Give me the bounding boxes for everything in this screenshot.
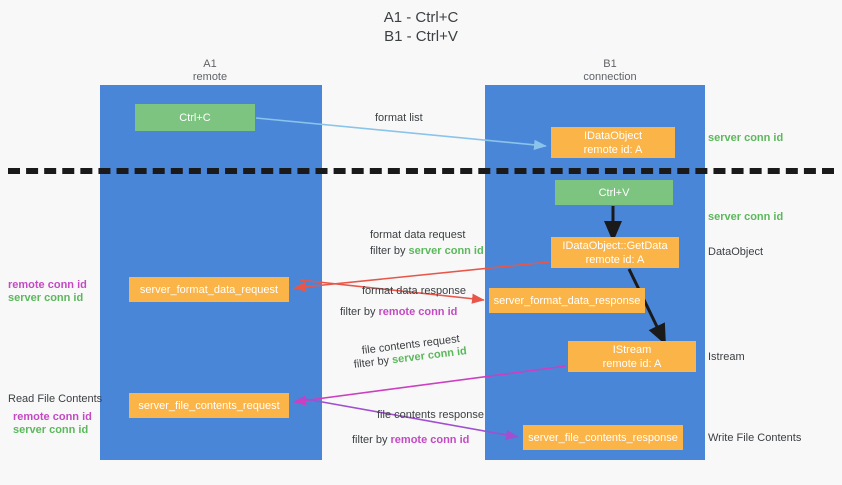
node-ctrl-c[interactable]: Ctrl+C [135,104,255,131]
node-idataobject-sub: remote id: A [583,143,643,156]
node-istream-sub: remote id: A [602,357,662,370]
node-server-format-data-request[interactable]: server_format_data_request [129,277,289,302]
node-server-format-data-request-label: server_format_data_request [139,283,279,296]
phase-divider [8,168,834,174]
annotation-dataobject: DataObject [708,246,764,258]
annotation-read-file-contents: Read File Contents [8,393,103,405]
filter-by-text: filter by [370,245,409,257]
node-getdata[interactable]: IDataObject::GetData remote id: A [551,237,679,268]
arrow-getdata-to-istream [627,268,666,346]
node-ctrl-v-label: Ctrl+V [598,186,630,199]
server-conn-id-text: server conn id [408,245,484,257]
edge-label-file-contents-response: file contents response [377,409,485,421]
remote-conn-id-text: remote conn id [390,434,470,446]
arrow-format-data-response [299,279,485,304]
arrow-file-contents-response [299,397,519,440]
remote-conn-id-text: remote conn id [378,306,458,318]
annotation-remote-conn-id-lower: remote conn id [13,411,92,423]
annotation-server-conn-id-mid: server conn id [708,211,784,223]
node-ctrl-c-label: Ctrl+C [179,111,211,124]
node-ctrl-v[interactable]: Ctrl+V [555,180,673,205]
node-getdata-title: IDataObject::GetData [562,239,668,252]
column-a1-name: A1 [203,58,217,70]
page-title: A1 - Ctrl+C B1 - Ctrl+V [0,8,842,46]
node-server-file-contents-response[interactable]: server_file_contents_response [523,425,683,450]
edge-label-file-contents-response-filter: filter by remote conn id [352,433,469,447]
node-idataobject[interactable]: IDataObject remote id: A [551,127,675,158]
annotation-write-file-contents: Write File Contents [708,432,802,444]
node-server-file-contents-request[interactable]: server_file_contents_request [129,393,289,418]
node-idataobject-title: IDataObject [583,129,643,142]
edge-label-format-list: format list [375,112,423,124]
node-server-file-contents-request-label: server_file_contents_request [138,399,280,412]
filter-by-text: filter by [340,306,379,318]
column-header-a1: A1 remote [120,58,300,84]
title-line-2: B1 - Ctrl+V [384,28,458,45]
node-server-format-data-response[interactable]: server_format_data_response [489,288,645,313]
node-istream[interactable]: IStream remote id: A [568,341,696,372]
node-getdata-sub: remote id: A [585,253,645,266]
annotation-server-conn-id-lower: server conn id [13,424,89,436]
column-b1-name: B1 [603,58,617,70]
filter-by-text: filter by [352,434,391,446]
annotation-remote-conn-id-upper: remote conn id [8,279,87,291]
annotation-server-conn-id-top: server conn id [708,132,784,144]
annotation-server-conn-id-upper: server conn id [8,292,84,304]
edge-label-format-data-response-filter: filter by remote conn id [340,305,457,319]
title-line-1: A1 - Ctrl+C [383,9,459,26]
node-server-file-contents-response-label: server_file_contents_response [528,431,678,444]
arrow-file-contents-request [293,365,567,406]
edge-label-format-data-request-filter: filter by server conn id [370,244,484,258]
column-b1-sub: connection [583,71,637,83]
column-header-b1: B1 connection [520,58,700,84]
edge-label-format-data-request: format data request [370,229,466,241]
annotation-istream: Istream [708,351,745,363]
column-a1-sub: remote [192,71,228,83]
node-server-format-data-response-label: server_format_data_response [493,294,641,307]
edge-label-format-data-response: format data response [362,285,466,297]
node-istream-title: IStream [612,343,652,356]
arrow-format-list [255,117,547,150]
